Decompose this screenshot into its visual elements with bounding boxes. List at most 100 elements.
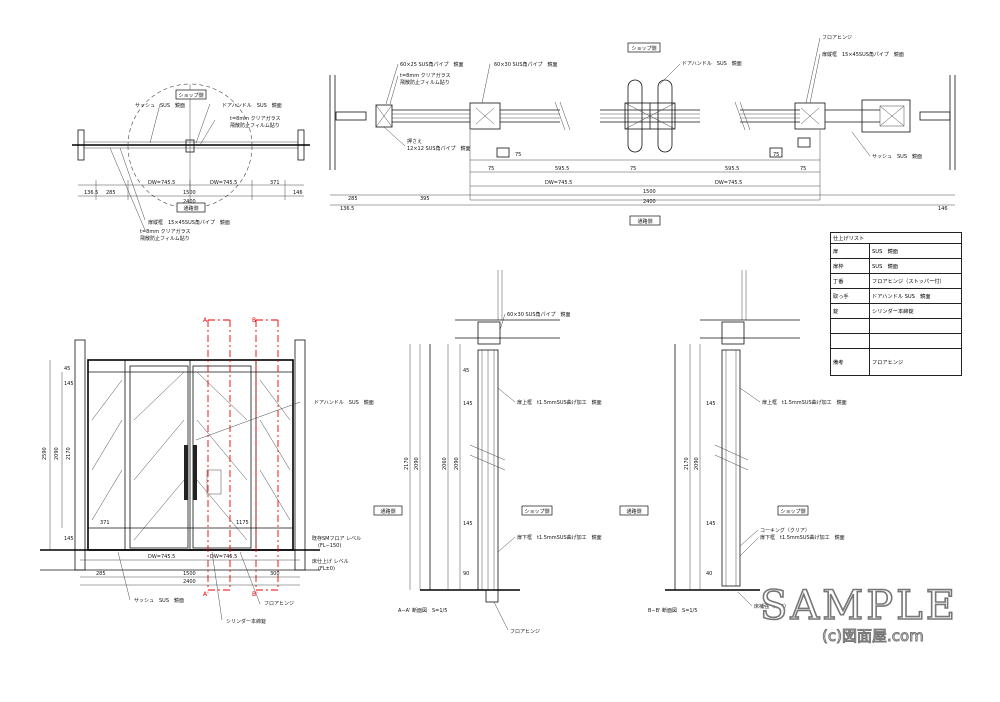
large-plan-dim-14: 75 <box>773 152 779 158</box>
small-plan-dim-1: 285 <box>106 190 116 196</box>
large-plan-sash-label: サッシュ SUS 鏡面 <box>872 153 922 160</box>
copyright-text: (c)図面屋.com <box>822 627 925 646</box>
finish-key <box>830 318 870 334</box>
finish-row: 丁番フロアヒンジ（ストッパー付） <box>830 273 962 289</box>
elevation-dim-9: 1500 <box>183 571 196 577</box>
small-plan-dim-7: 2400 <box>183 199 196 205</box>
large-plan-passage-label: 通路側 <box>637 218 652 225</box>
large-plan-dim-13: 75 <box>515 152 521 158</box>
elevation-dim-7: DW=745.5 <box>148 554 175 560</box>
elevation-dim-10: 2400 <box>183 579 196 585</box>
section-b-view: 2170 2090 145 145 40 扉上框 t1.5mmSUS曲げ加工 鏡… <box>619 270 847 614</box>
elevation-dim-11: 285 <box>96 571 106 577</box>
large-plan-dim-8: DW=745.5 <box>545 180 572 186</box>
large-plan-dim-12: 146 <box>938 206 948 212</box>
section-a-passage-label: 通路側 <box>380 508 395 515</box>
elevation-mark-a: A <box>203 317 208 324</box>
large-plan-film-label: 飛散防止フィルム貼り <box>400 79 450 86</box>
small-plan-dim-0: 136.5 <box>84 190 98 196</box>
large-plan-dim-3: 75 <box>488 166 494 172</box>
small-plan-sash-label: サッシュ SUS 鏡面 <box>135 102 185 109</box>
finish-value: SUS 鏡面 <box>869 258 962 274</box>
large-plan-dim-7: 75 <box>800 166 806 172</box>
large-plan-dim-10: 1500 <box>643 189 656 195</box>
small-plan-glass-label-2: t=8mm クリアガラス <box>140 228 191 235</box>
section-a-dim-3: 2090 <box>454 457 460 470</box>
small-plan-film-label-2: 飛散防止フィルム貼り <box>140 235 190 242</box>
section-b-dim-6: 145 <box>706 521 716 527</box>
large-plan-glass-label: t=8mm クリアガラス <box>400 72 451 79</box>
section-a-bottomframe-label: 扉下框 t1.5mmSUS曲げ加工 鏡面 <box>517 534 602 541</box>
large-plan-hinge-label: フロアヒンジ <box>822 35 852 41</box>
elevation-dim-3: 45 <box>64 366 70 372</box>
small-plan-dim-2: DW=745.5 <box>148 180 175 186</box>
finish-key <box>830 333 870 349</box>
finish-key: 備考 <box>830 348 870 376</box>
small-plan-handle-label: ドアハンドル SUS 鏡面 <box>222 102 282 109</box>
finish-row <box>830 333 962 349</box>
large-plan-dim-5: 75 <box>630 166 636 172</box>
small-plan-shop-label: ショップ側 <box>178 92 203 99</box>
large-plan-frame-label: 扉縦框 15×45SUS角パイプ 鏡面 <box>822 51 904 58</box>
finish-value: シリンダー本締錠 <box>869 303 962 319</box>
section-a-dim-2: 2060 <box>442 457 448 470</box>
large-plan-shop-label: ショップ側 <box>631 45 656 52</box>
large-plan-dim-6: 595.5 <box>725 166 739 172</box>
small-plan-dim-6: 1500 <box>183 190 196 196</box>
finish-value: SUS 鏡面 <box>869 243 962 259</box>
finish-row <box>830 318 962 334</box>
elevation-mark-b-prime: B' <box>252 591 258 598</box>
elevation-dim-2: 2170 <box>66 447 72 460</box>
elevation-dim-12: 300 <box>270 571 280 577</box>
large-plan-dim-0: 136.5 <box>340 206 354 212</box>
section-a-view: 2170 2090 2060 2090 45 145 145 90 60×30 … <box>373 270 602 635</box>
sample-watermark: SAMPLE <box>759 582 958 630</box>
large-plan-dim-4: 595.5 <box>555 166 569 172</box>
finish-key: 錠 <box>830 303 870 319</box>
elevation-sash-label: サッシュ SUS 鏡面 <box>134 597 184 604</box>
finish-value: フロアヒンジ <box>869 348 962 376</box>
section-b-shop-label: ショップ側 <box>780 508 805 515</box>
large-plan-pipe25-label: 60×25 SUS角パイプ 鏡面 <box>400 61 464 68</box>
section-b-dim-5: 145 <box>706 401 716 407</box>
small-plan-glass-label: t=8mm クリアガラス <box>230 115 281 122</box>
finish-value <box>869 318 962 334</box>
section-b-title: B−B' 断面図 S=1/5 <box>648 607 697 614</box>
elevation-view: A B A' B' 2590 2090 2170 45 145 145 371 … <box>40 317 374 625</box>
section-a-dim-4: 45 <box>463 368 469 374</box>
finish-row: 備考フロアヒンジ <box>830 348 962 376</box>
section-b-topframe-label: 扉上框 t1.5mmSUS曲げ加工 鏡面 <box>762 399 847 406</box>
section-a-hinge-label: フロアヒンジ <box>510 629 540 635</box>
finish-value: フロアヒンジ（ストッパー付） <box>869 273 962 289</box>
elevation-dim-5: 145 <box>64 536 74 542</box>
section-b-seal-label: 床補強（既存） <box>754 603 789 610</box>
section-a-shop-label: ショップ側 <box>524 508 549 515</box>
elevation-cylinder-label: シリンダー本締錠 <box>226 618 266 625</box>
finish-row: 取っ手ドアハンドル SUS 鏡面 <box>830 288 962 304</box>
finish-list-title: 仕上げリスト <box>830 232 962 244</box>
elevation-floor-level-label: 既存SMフロア レベル <box>312 535 361 542</box>
finish-key: 扉枠 <box>830 258 870 274</box>
elevation-mark-a-prime: A' <box>203 591 209 598</box>
elevation-dim-1: 2090 <box>54 447 60 460</box>
elevation-passage-level-fl: (FL±0) <box>318 566 335 572</box>
finish-row: 錠シリンダー本締錠 <box>830 303 962 319</box>
section-b-caulking-label: コーキング（クリア） <box>760 527 810 534</box>
section-a-dim-6: 145 <box>463 521 473 527</box>
section-a-dim-7: 90 <box>463 571 469 577</box>
small-plan-dim-3: DW=745.5 <box>210 180 237 186</box>
elevation-mark-b: B <box>252 317 256 324</box>
large-plan-dim-11: 2400 <box>643 199 656 205</box>
large-plan-dim-2: 395 <box>420 196 430 202</box>
large-plan-view: 136.5 285 395 75 595.5 75 595.5 75 DW=74… <box>329 35 956 226</box>
section-a-dim-1: 2090 <box>414 457 420 470</box>
small-plan-dim-4: 371 <box>270 180 280 186</box>
finish-key: 取っ手 <box>830 288 870 304</box>
finish-value <box>869 333 962 349</box>
section-b-bottomframe-label: 扉下框 t1.5mmSUS曲げ加工 鏡面 <box>760 534 845 541</box>
section-b-dim-8: 40 <box>706 571 712 577</box>
large-plan-handle-label: ドアハンドル SUS 鏡面 <box>682 60 742 67</box>
elevation-dim-4: 145 <box>64 381 74 387</box>
small-plan-view: ショップ側 サッシュ SUS 鏡面 ドアハンドル SUS 鏡面 t=8mm クリ… <box>72 83 310 242</box>
